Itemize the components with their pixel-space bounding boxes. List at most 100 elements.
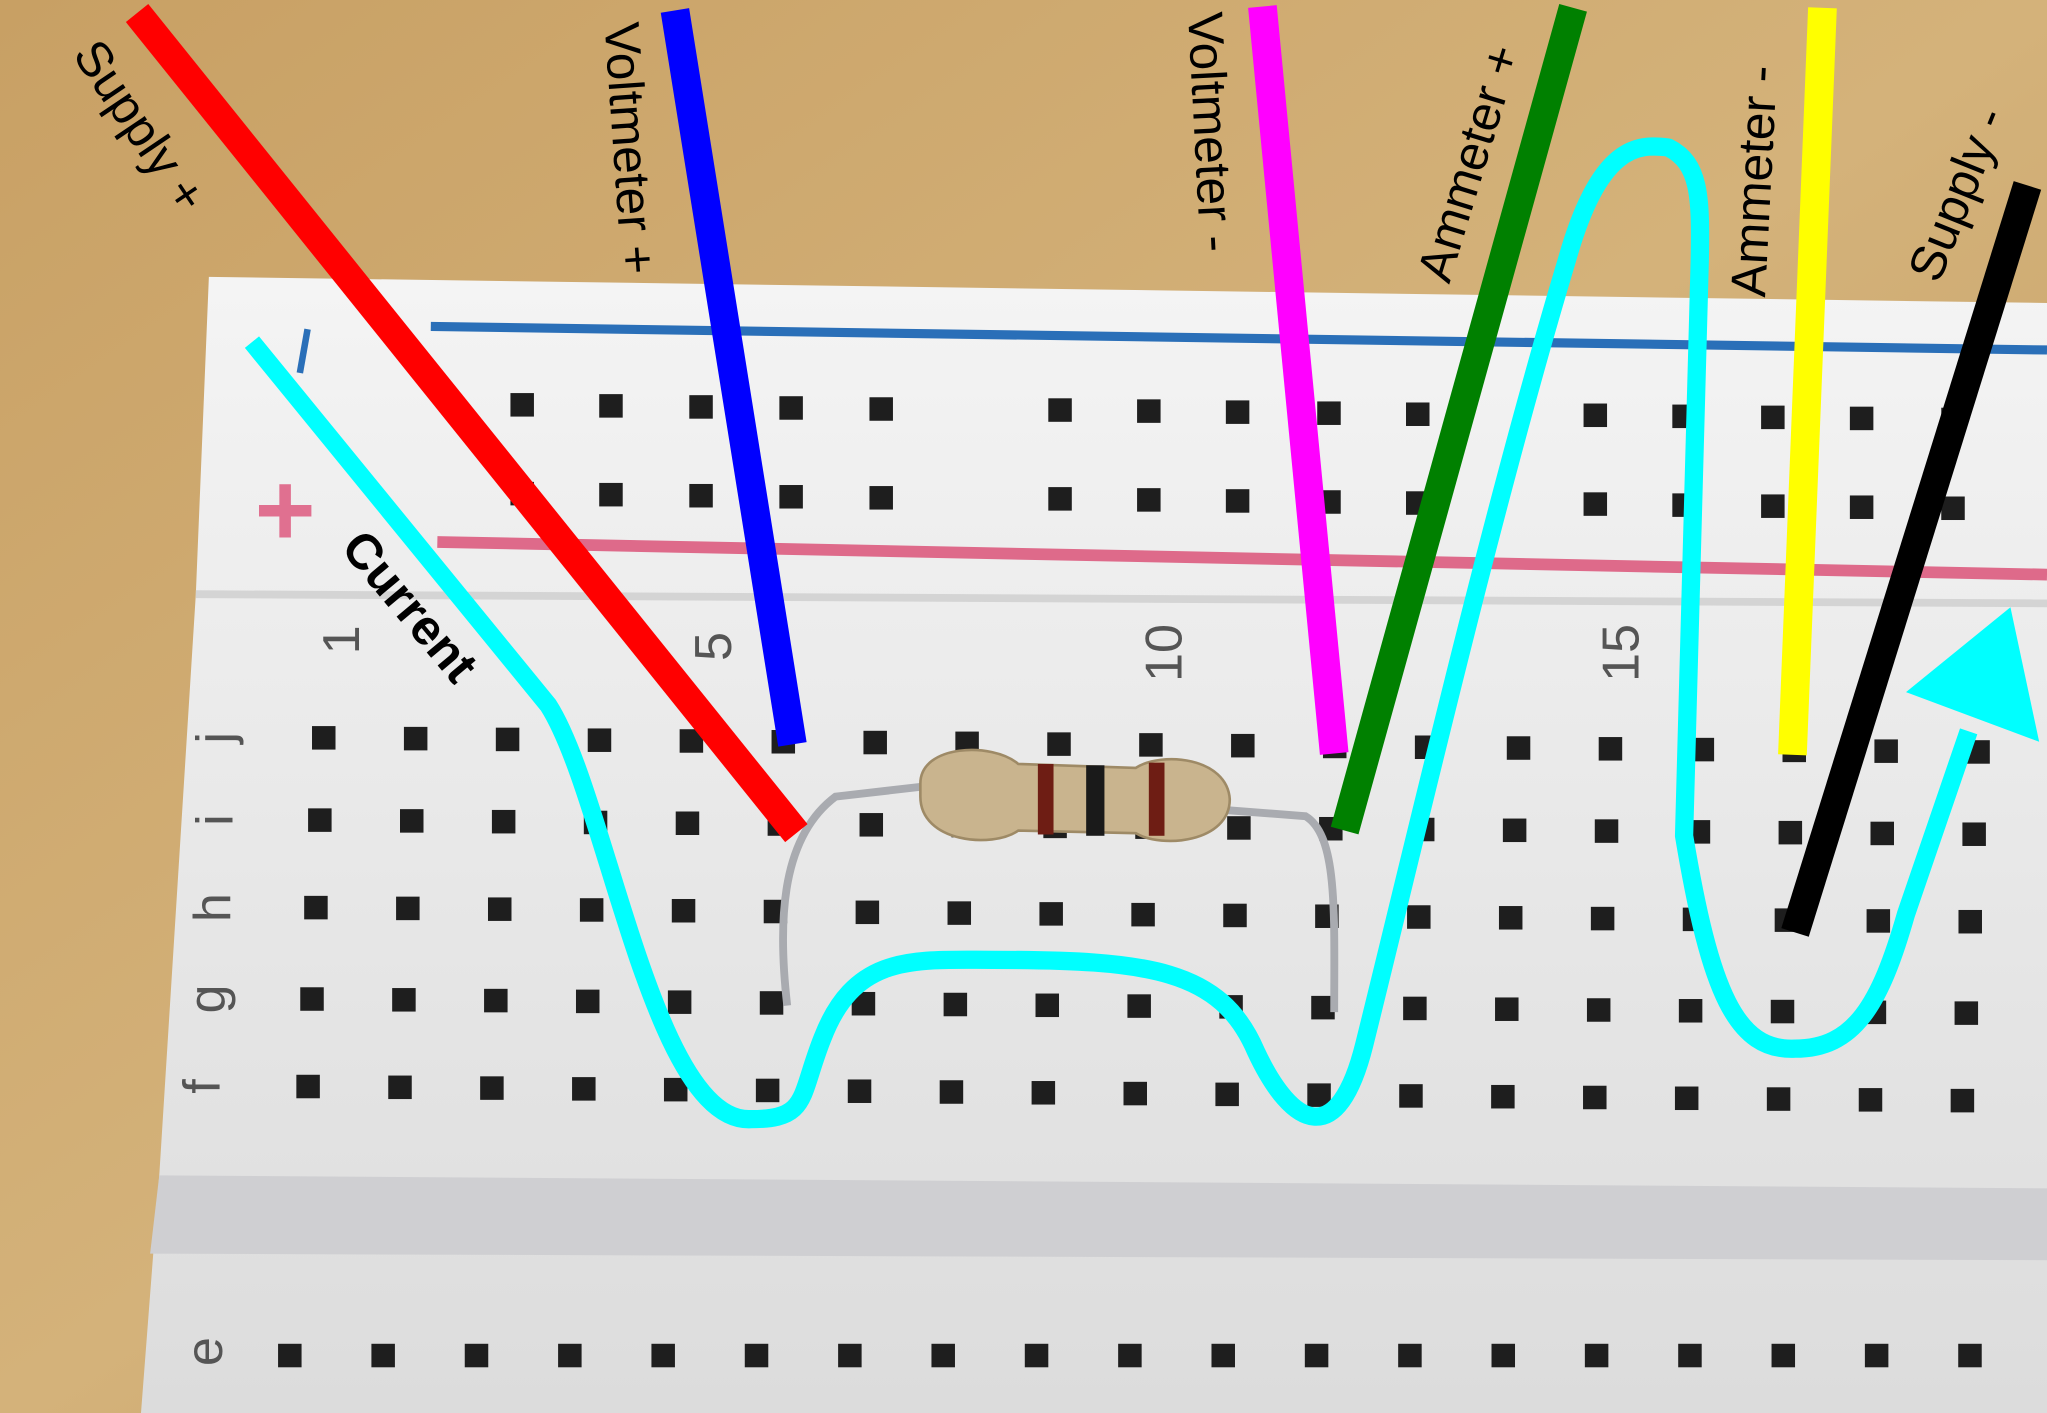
terminal-hole bbox=[1123, 1081, 1147, 1106]
label-voltmeter-negative: Voltmeter - bbox=[1177, 11, 1245, 254]
terminal-hole bbox=[1674, 1086, 1699, 1111]
supply-positive-wire bbox=[125, 4, 808, 843]
terminal-hole bbox=[392, 988, 416, 1012]
rail-hole bbox=[779, 485, 803, 509]
positive-rail-line bbox=[437, 536, 2047, 581]
terminal-hole bbox=[1127, 994, 1151, 1018]
supply-negative-wire bbox=[1781, 181, 2042, 937]
terminal-hole bbox=[1118, 1343, 1142, 1368]
terminal-hole bbox=[1778, 820, 1803, 845]
terminal-hole bbox=[863, 730, 887, 755]
terminal-hole bbox=[744, 1343, 769, 1368]
terminal-hole bbox=[388, 1075, 412, 1100]
rail-hole bbox=[869, 397, 893, 421]
terminal-hole bbox=[1678, 999, 1703, 1023]
rail-hole bbox=[1137, 488, 1161, 512]
terminal-hole bbox=[1958, 1343, 1982, 1368]
row-label-g: g bbox=[179, 984, 237, 1013]
terminal-hole bbox=[1584, 1343, 1609, 1368]
terminal-hole bbox=[1870, 821, 1894, 846]
rail-hole bbox=[1941, 496, 1965, 521]
terminal-hole bbox=[1211, 1343, 1235, 1368]
resistor-band bbox=[1086, 765, 1105, 836]
column-number-1: 1 bbox=[313, 625, 371, 654]
resistor bbox=[779, 748, 1339, 1013]
terminal-hole bbox=[296, 1074, 320, 1099]
resistor-lead-right bbox=[1220, 805, 1339, 1013]
terminal-hole bbox=[400, 809, 424, 833]
resistor-band bbox=[1148, 762, 1165, 836]
column-number-5: 5 bbox=[685, 632, 743, 661]
column-number-10: 10 bbox=[1135, 624, 1193, 682]
terminal-hole bbox=[572, 1077, 596, 1101]
rail-hole bbox=[689, 483, 713, 508]
terminal-hole bbox=[1874, 739, 1898, 763]
rail-hole bbox=[1137, 399, 1161, 423]
terminal-hole bbox=[300, 987, 324, 1011]
rail-hole bbox=[1048, 398, 1072, 422]
terminal-hole bbox=[1766, 1087, 1791, 1111]
terminal-hole bbox=[1304, 1343, 1329, 1368]
rail-hole bbox=[869, 486, 893, 510]
terminal-hole bbox=[1954, 1001, 1979, 1025]
terminal-hole bbox=[679, 729, 704, 753]
terminal-hole bbox=[1866, 909, 1891, 933]
terminal-hole bbox=[1407, 905, 1431, 929]
terminal-hole bbox=[1770, 999, 1795, 1024]
terminal-hole bbox=[1590, 906, 1615, 931]
terminal-hole bbox=[855, 900, 880, 925]
terminal-hole bbox=[1403, 996, 1427, 1021]
terminal-hole bbox=[491, 809, 516, 834]
ammeter-negative-wire bbox=[1778, 7, 1837, 756]
rail-hole bbox=[1761, 494, 1785, 518]
terminal-hole bbox=[1039, 902, 1063, 926]
rail-hole bbox=[1225, 400, 1250, 424]
terminal-hole bbox=[759, 991, 784, 1015]
rail-hole bbox=[1225, 489, 1250, 513]
current-arrowhead-icon bbox=[1906, 607, 2040, 742]
terminal-hole bbox=[651, 1343, 675, 1368]
terminal-hole bbox=[1227, 816, 1251, 840]
terminal-hole bbox=[931, 1343, 955, 1368]
terminal-hole bbox=[312, 726, 336, 750]
positive-rail-mark: + bbox=[255, 452, 316, 569]
rail-hole bbox=[1583, 492, 1608, 516]
rail-hole bbox=[1583, 403, 1608, 428]
terminal-hole bbox=[1771, 1343, 1796, 1368]
resistor-band bbox=[1037, 763, 1054, 835]
row-label-i: i bbox=[186, 814, 244, 826]
terminal-hole bbox=[667, 990, 692, 1014]
terminal-hole bbox=[371, 1343, 395, 1368]
terminal-hole bbox=[1311, 995, 1335, 1020]
terminal-hole bbox=[1495, 997, 1519, 1021]
terminal-hole bbox=[1131, 902, 1155, 927]
terminal-hole bbox=[308, 808, 332, 832]
terminal-hole bbox=[1583, 1085, 1607, 1110]
rail-hole bbox=[510, 393, 534, 417]
rail-hole bbox=[779, 396, 803, 420]
terminal-hole bbox=[487, 897, 512, 921]
rail-hole bbox=[1849, 406, 1874, 431]
rail-hole bbox=[599, 482, 623, 507]
rail-divider bbox=[195, 590, 2047, 608]
terminal-hole bbox=[396, 896, 420, 921]
terminal-hole bbox=[575, 989, 600, 1014]
terminal-hole bbox=[1958, 909, 1982, 934]
rail-hole bbox=[599, 394, 623, 418]
row-label-j: j bbox=[186, 732, 244, 746]
row-label-f: f bbox=[173, 1079, 231, 1094]
terminal-hole bbox=[1491, 1084, 1515, 1109]
label-ammeter-negative: Ammeter - bbox=[1720, 64, 1788, 298]
terminal-hole bbox=[947, 901, 972, 925]
voltmeter-negative-wire bbox=[1248, 5, 1349, 755]
terminal-hole bbox=[859, 813, 884, 837]
terminal-hole bbox=[403, 726, 428, 751]
terminal-hole bbox=[943, 992, 968, 1017]
terminal-hole bbox=[1398, 1343, 1422, 1368]
terminal-hole bbox=[1690, 737, 1715, 762]
column-number-15: 15 bbox=[1592, 624, 1650, 682]
terminal-hole bbox=[587, 728, 612, 752]
rail-hole bbox=[1406, 402, 1430, 426]
terminal-hole bbox=[495, 727, 520, 752]
